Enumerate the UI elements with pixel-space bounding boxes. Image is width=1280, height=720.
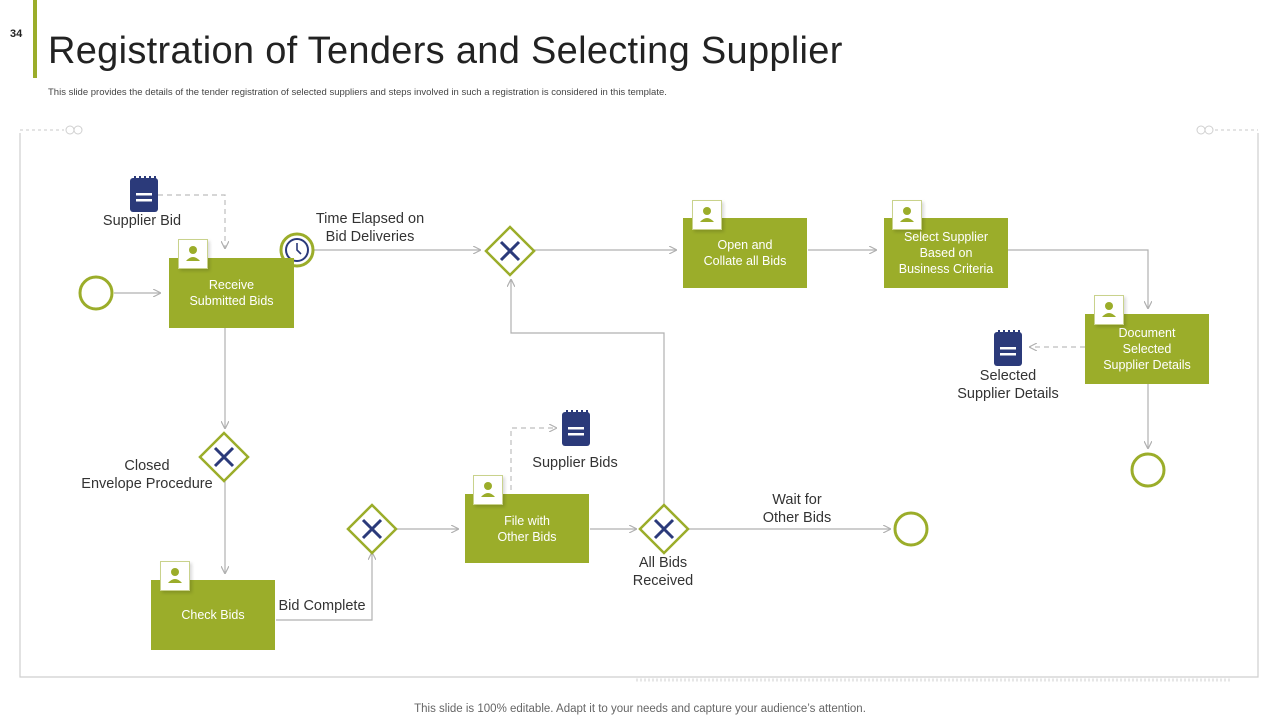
start-event [78,275,114,311]
page-subtitle: This slide provides the details of the t… [48,87,667,98]
task-label: Other Bids [497,529,557,544]
task-label: Submitted Bids [189,294,274,308]
task-label: Selected [1122,342,1172,356]
x-gateway-icon [346,503,398,555]
task-label: Supplier Details [1103,358,1191,372]
data-associations [158,194,1085,490]
label-line: Supplier Details [957,386,1059,402]
label-closed-envelope: Closed Envelope Procedure [72,457,222,493]
label-line: Received [632,573,694,589]
notepad-icon [994,330,1022,366]
x-gateway-icon [484,225,536,277]
task-label: Receive [208,278,255,292]
label-time-elapsed: Time Elapsed on Bid Deliveries [300,210,440,246]
label-line: Other Bids [762,510,832,526]
person-icon [160,561,190,591]
person-icon [1094,295,1124,325]
label-line: Selected [979,368,1037,384]
person-icon [692,200,722,230]
task-label: Select Supplier [903,230,989,244]
task-label: File with [504,513,550,528]
person-icon [473,475,503,505]
task-label: Check Bids [181,608,245,622]
label-wait-for-other-bids: Wait for Other Bids [747,491,847,527]
task-check-bids: Check Bids [151,580,275,650]
label-supplier-bid: Supplier Bid [102,213,182,229]
person-icon [892,200,922,230]
footer-note: This slide is 100% editable. Adapt it to… [414,703,866,715]
label-line: Envelope Procedure [81,476,213,492]
diagram-frame [19,125,1259,682]
task-label: Collate all Bids [703,254,787,268]
label-line: Time Elapsed on [315,211,425,227]
label-line: Closed [124,458,170,474]
label-bid-complete: Bid Complete [278,598,366,614]
label-line: Wait for [772,492,822,508]
page-title: Registration of Tenders and Selecting Su… [48,30,843,72]
x-gateway-icon [198,431,250,483]
task-label: Document [1118,326,1176,340]
task-label: Based on [919,246,973,260]
task-label: Open and [717,238,773,252]
person-icon [178,239,208,269]
end-event-wait [893,511,929,547]
connectors [114,250,1148,621]
task-label: Business Criteria [898,262,994,276]
label-supplier-bids: Supplier Bids [532,455,618,471]
title-accent-bar [33,0,37,78]
x-gateway-icon [638,503,690,555]
label-selected-supplier-details: Selected Supplier Details [948,367,1068,403]
notepad-icon [130,176,158,212]
label-line: Bid Deliveries [325,229,415,245]
end-event-document [1130,452,1166,488]
label-all-bids-received: All Bids Received [613,554,713,590]
label-line: All Bids [638,555,688,571]
page-number: 34 [10,28,23,40]
notepad-icon [562,410,590,446]
